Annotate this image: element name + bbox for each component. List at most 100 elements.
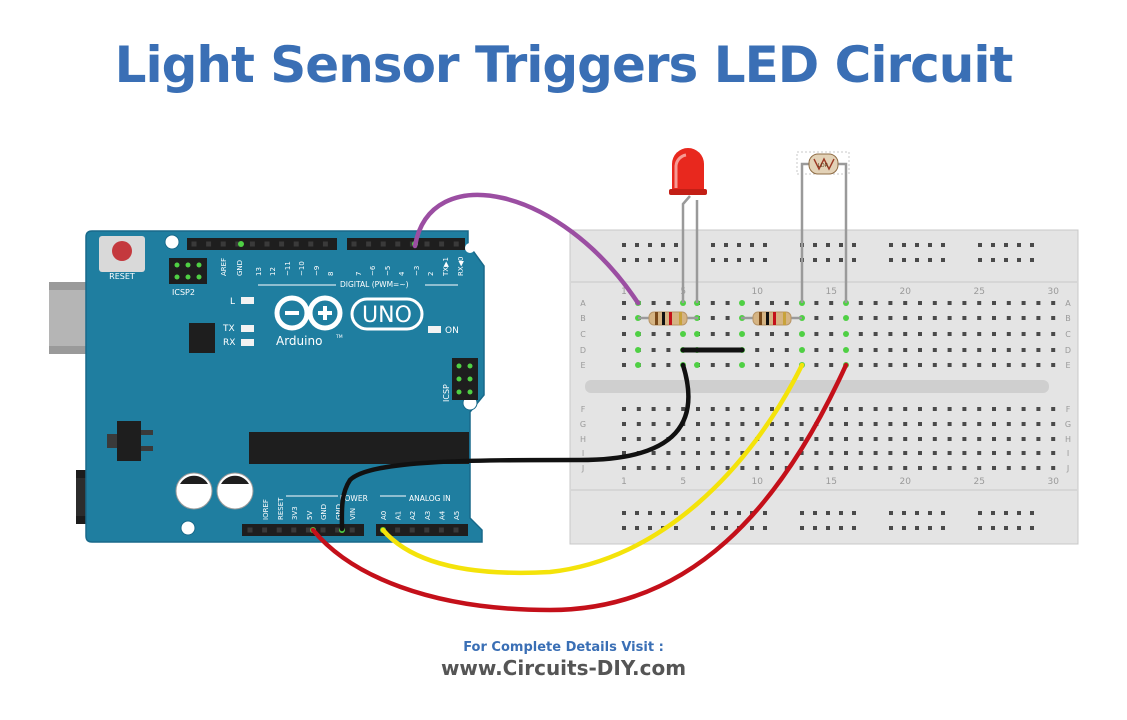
- breadboard-hole: [844, 422, 848, 426]
- breadboard-hole: [651, 407, 656, 411]
- breadboard-hole: [829, 466, 834, 470]
- header-pin: [279, 241, 285, 247]
- digital-pin-label: TX▶1: [442, 257, 450, 277]
- breadboard-hole: [858, 422, 863, 426]
- column-number: 1: [621, 477, 627, 487]
- breadboard-hole: [755, 451, 760, 455]
- rail-hole: [813, 511, 817, 515]
- breadboard-hole: [710, 437, 715, 441]
- rail-hole: [826, 526, 830, 530]
- rail-hole: [928, 526, 932, 530]
- breadboard-hole: [977, 437, 982, 441]
- rail-hole: [622, 511, 626, 515]
- rail-hole: [915, 526, 919, 530]
- rail-hole: [889, 526, 893, 530]
- breadboard-hole: [770, 437, 774, 441]
- breadboard-hole: [829, 422, 834, 426]
- breadboard-hole: [918, 407, 922, 411]
- breadboard-hole: [651, 332, 656, 336]
- breadboard-hole: [651, 301, 656, 305]
- breadboard-hole: [873, 332, 878, 336]
- breadboard-hole: [992, 301, 996, 305]
- breadboard-hole: [710, 451, 715, 455]
- breadboard-hole: [1036, 332, 1041, 336]
- breadboard-hole: [710, 332, 715, 336]
- breadboard-hole: [992, 422, 996, 426]
- column-number: 10: [751, 477, 763, 487]
- breadboard-hole: [770, 451, 774, 455]
- breadboard-hole: [666, 363, 671, 367]
- breadboard-hole: [1051, 301, 1056, 305]
- active-hole: [694, 331, 700, 337]
- breadboard-hole: [873, 348, 878, 352]
- digital-pin-label: 4: [398, 271, 406, 276]
- breadboard-hole: [903, 316, 908, 320]
- breadboard-hole: [888, 348, 893, 352]
- rail-hole: [750, 258, 754, 262]
- breadboard-hole: [947, 451, 952, 455]
- rail-hole: [1004, 258, 1008, 262]
- rail-hole: [941, 243, 945, 247]
- breadboard-hole: [622, 332, 626, 336]
- rail-hole: [622, 243, 626, 247]
- active-hole: [739, 362, 745, 368]
- active-hole: [635, 347, 641, 353]
- arduino-logo: UNO Arduino TM: [274, 295, 424, 348]
- breadboard-hole: [962, 437, 967, 441]
- breadboard-hole: [799, 437, 804, 441]
- rail-hole: [852, 243, 856, 247]
- led-rx: [241, 339, 254, 346]
- rail-hole: [674, 511, 678, 515]
- row-label: F: [581, 405, 586, 414]
- breadboard-hole: [681, 451, 686, 455]
- rail-hole: [711, 243, 715, 247]
- rail-hole: [763, 526, 767, 530]
- rail-hole: [763, 511, 767, 515]
- header-pin: [439, 241, 445, 247]
- rail-hole: [763, 243, 767, 247]
- breadboard-hole: [755, 332, 760, 336]
- breadboard-hole: [666, 466, 671, 470]
- breadboard-hole: [932, 348, 937, 352]
- breadboard-hole: [755, 422, 760, 426]
- breadboard-hole: [622, 301, 626, 305]
- rail-hole: [978, 243, 982, 247]
- header-pin: [264, 241, 270, 247]
- breadboard-hole: [858, 451, 863, 455]
- header-pin: [320, 527, 326, 533]
- breadboard-hole: [962, 407, 967, 411]
- breadboard-hole: [977, 466, 982, 470]
- column-number: 5: [680, 477, 686, 487]
- footer-url[interactable]: www.Circuits-DIY.com: [440, 656, 687, 680]
- column-number: 20: [899, 287, 911, 297]
- header-pin: [438, 527, 444, 533]
- breadboard-hole: [992, 437, 996, 441]
- breadboard-hole: [784, 437, 789, 441]
- breadboard-hole: [1021, 407, 1026, 411]
- breadboard-hole: [666, 332, 671, 336]
- rail-hole: [635, 511, 639, 515]
- active-hole: [799, 347, 805, 353]
- photoresistor: LDR: [796, 151, 850, 303]
- header-pin: [262, 527, 268, 533]
- header-pin: [322, 241, 328, 247]
- breadboard-hole: [636, 466, 641, 470]
- breadboard-hole: [1006, 451, 1011, 455]
- breadboard-hole: [903, 348, 908, 352]
- breadboard-hole: [710, 466, 715, 470]
- column-number: 30: [1047, 287, 1059, 297]
- breadboard-hole: [844, 466, 848, 470]
- rail-hole: [674, 526, 678, 530]
- breadboard-hole: [888, 301, 893, 305]
- rail-hole: [915, 511, 919, 515]
- digital-label: DIGITAL (PWM=~): [340, 280, 409, 289]
- breadboard-hole: [755, 363, 760, 367]
- breadboard-hole: [888, 451, 893, 455]
- breadboard-hole: [858, 332, 863, 336]
- breadboard-hole: [725, 437, 730, 441]
- breadboard-center-channel: [585, 380, 1049, 393]
- breadboard-hole: [888, 422, 893, 426]
- rail-hole: [991, 526, 995, 530]
